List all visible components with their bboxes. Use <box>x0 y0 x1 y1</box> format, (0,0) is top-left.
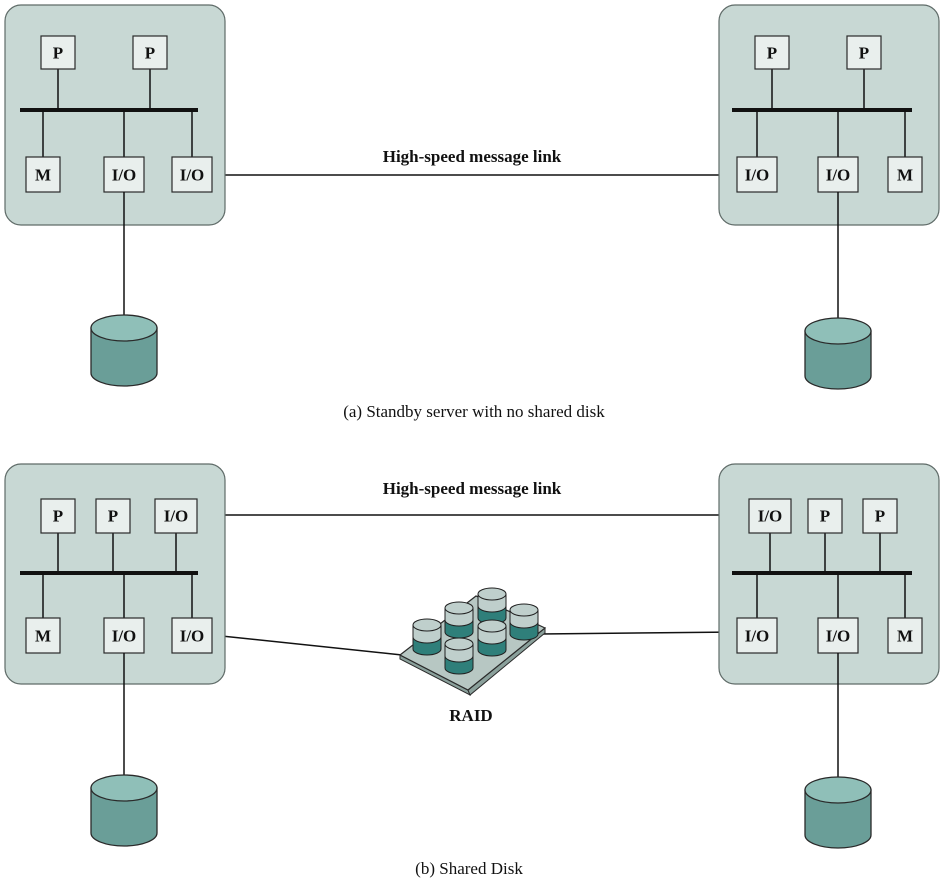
processor-box <box>95 498 131 534</box>
processor-label: P <box>859 44 869 63</box>
processor-box <box>40 35 76 70</box>
io-box <box>103 156 145 193</box>
panel-b-caption: (b) Shared Disk <box>415 859 523 878</box>
message-link-label: High-speed message link <box>383 147 562 166</box>
memory-label: M <box>897 627 913 646</box>
processor-box <box>754 35 790 70</box>
memory-box <box>25 617 61 654</box>
processor-label: P <box>53 44 63 63</box>
processor-label: P <box>145 44 155 63</box>
local-disk <box>90 774 158 847</box>
io-label: I/O <box>745 627 770 646</box>
io-label: I/O <box>180 166 205 185</box>
processor-box <box>132 35 168 70</box>
raid-disk <box>444 601 474 639</box>
processor-label: P <box>767 44 777 63</box>
memory-label: M <box>897 166 913 185</box>
left-server-node: P P M I/O I/O <box>4 4 226 387</box>
right-server-node: I/O P P I/O I/O M <box>718 463 940 849</box>
raid-array <box>398 587 547 697</box>
raid-label: RAID <box>449 706 492 725</box>
io-label: I/O <box>112 166 137 185</box>
raid-disk <box>509 603 539 641</box>
io-box <box>171 156 213 193</box>
raid-disk <box>477 587 507 625</box>
io-box <box>154 498 198 534</box>
processor-box <box>862 498 898 534</box>
raid-cable-right <box>539 631 739 635</box>
io-box <box>736 156 778 193</box>
local-disk <box>804 317 872 390</box>
io-label: I/O <box>112 627 137 646</box>
io-box <box>748 498 792 534</box>
processor-label: P <box>53 507 63 526</box>
processor-label: P <box>875 507 885 526</box>
processor-label: P <box>820 507 830 526</box>
panel-b: High-speed message link RAID <box>4 463 940 878</box>
panel-a-caption: (a) Standby server with no shared disk <box>343 402 605 421</box>
io-label: I/O <box>826 166 851 185</box>
memory-label: M <box>35 166 51 185</box>
io-label: I/O <box>164 507 189 526</box>
panel-a: High-speed message link P P M I/O I/O <box>4 4 940 421</box>
message-link-label: High-speed message link <box>383 479 562 498</box>
io-box <box>171 617 213 654</box>
memory-box <box>25 156 61 193</box>
raid-disk <box>444 637 474 675</box>
io-box <box>817 617 859 654</box>
processor-label: P <box>108 507 118 526</box>
processor-box <box>846 35 882 70</box>
memory-label: M <box>35 627 51 646</box>
io-box <box>736 617 778 654</box>
local-disk <box>90 314 158 387</box>
right-server-node: P P I/O I/O M <box>718 4 940 390</box>
raid-cable-left <box>211 634 403 656</box>
local-disk <box>804 776 872 849</box>
io-box <box>817 156 859 193</box>
io-label: I/O <box>826 627 851 646</box>
processor-box <box>807 498 843 534</box>
io-label: I/O <box>180 627 205 646</box>
raid-disk <box>477 619 507 657</box>
io-label: I/O <box>745 166 770 185</box>
memory-box <box>887 156 923 193</box>
raid-disk <box>412 618 442 656</box>
processor-box <box>40 498 76 534</box>
io-label: I/O <box>758 507 783 526</box>
left-server-node: P P I/O M I/O I/O <box>4 463 226 847</box>
memory-box <box>887 617 923 654</box>
